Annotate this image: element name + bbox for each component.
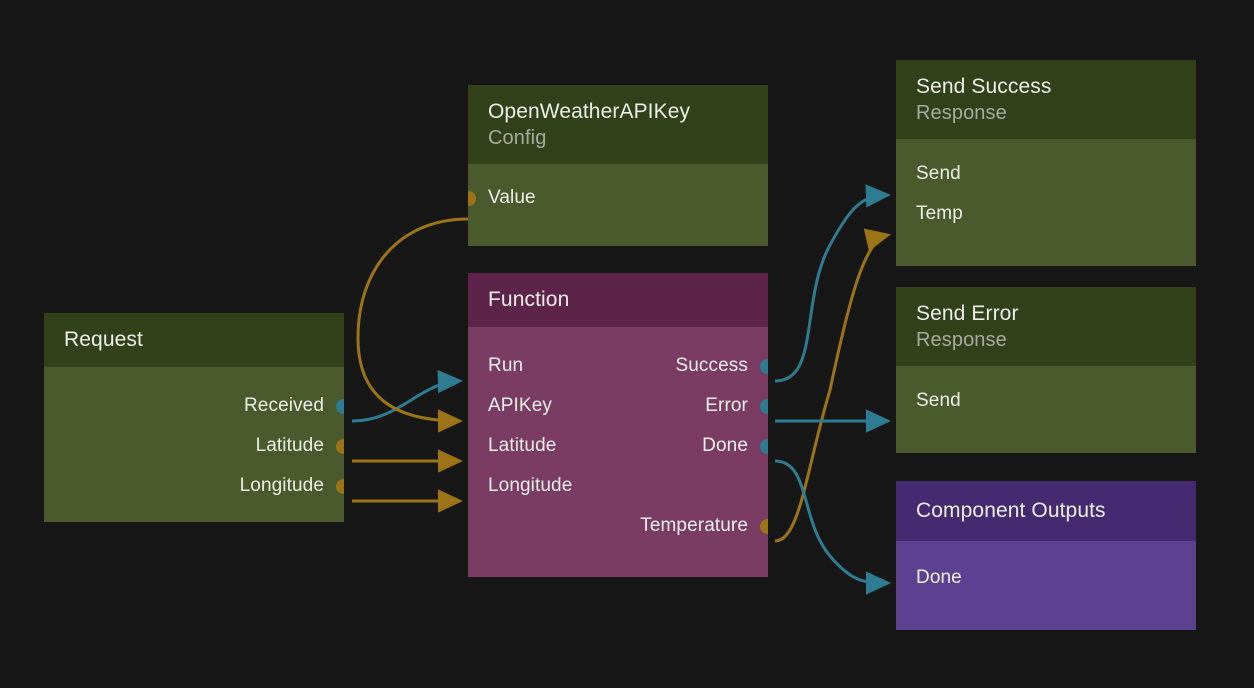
node-request-title: Request — [64, 328, 143, 351]
port-dot-temperature[interactable] — [760, 518, 768, 534]
port-label-send-error-send: Send — [916, 390, 961, 411]
port-label-function-latitude: Latitude — [488, 434, 557, 456]
node-component-outputs-body: Done — [896, 540, 1196, 630]
node-send-error-header: Send Error Response — [896, 287, 1196, 366]
port-label-success: Success — [675, 354, 748, 376]
node-send-success-title: Send Success — [916, 75, 1052, 98]
node-send-error-body: Send — [896, 366, 1196, 453]
node-function-body: Run APIKey Latitude Longitude Success Er… — [468, 326, 768, 577]
port-apikey-value[interactable]: Value — [468, 178, 768, 218]
port-label-function-longitude: Longitude — [488, 474, 573, 496]
port-send-success-temp[interactable]: Temp — [896, 194, 1196, 234]
node-function-title: Function — [488, 288, 570, 311]
port-label-latitude: Latitude — [255, 434, 324, 456]
node-openweatherapikey-body: Value — [468, 164, 768, 246]
node-request-body: Received Latitude Longitude — [44, 366, 344, 522]
port-label-error: Error — [705, 394, 748, 416]
port-function-latitude[interactable]: Latitude — [468, 426, 768, 466]
port-function-done[interactable]: Done — [468, 426, 768, 466]
node-openweatherapikey[interactable]: OpenWeatherAPIKey Config Value — [468, 85, 768, 246]
port-request-longitude[interactable]: Longitude — [44, 466, 344, 506]
port-function-error[interactable]: Error — [468, 386, 768, 426]
port-label-received: Received — [243, 394, 324, 416]
node-component-outputs-title: Component Outputs — [916, 499, 1106, 522]
node-function[interactable]: Function Run APIKey Latitude Longitude S… — [468, 273, 768, 577]
node-send-success[interactable]: Send Success Response Send Temp — [896, 60, 1196, 266]
port-label-component-outputs-done: Done — [916, 566, 962, 588]
port-dot-success[interactable] — [760, 358, 768, 374]
port-request-received[interactable]: Received — [44, 386, 344, 426]
node-request-header: Request — [44, 313, 344, 367]
port-send-success-send[interactable]: Send — [896, 154, 1196, 194]
port-function-temperature[interactable]: Temperature — [468, 506, 768, 546]
port-label-temperature: Temperature — [640, 514, 748, 536]
port-function-apikey[interactable]: APIKey — [468, 386, 768, 426]
node-openweatherapikey-title: OpenWeatherAPIKey — [488, 100, 691, 123]
port-component-outputs-done[interactable]: Done — [896, 558, 1196, 598]
port-label-apikey: APIKey — [488, 394, 552, 416]
wire-success-to-send — [774, 184, 891, 383]
port-label-function-done: Done — [702, 434, 748, 456]
port-label-longitude: Longitude — [239, 474, 324, 496]
port-label-send-success-temp: Temp — [916, 203, 963, 224]
node-openweatherapikey-header: OpenWeatherAPIKey Config — [468, 85, 768, 164]
wire-done-to-done — [774, 459, 891, 595]
port-label-run: Run — [488, 354, 524, 376]
port-label-value: Value — [488, 187, 536, 208]
wire-received-to-run — [351, 369, 463, 423]
node-component-outputs-header: Component Outputs — [896, 481, 1196, 541]
node-send-success-subtitle: Response — [916, 101, 1007, 124]
wire-value-to-apikey — [356, 217, 469, 433]
port-dot-latitude[interactable] — [336, 438, 344, 454]
port-dot-function-done[interactable] — [760, 438, 768, 454]
port-dot-longitude[interactable] — [336, 478, 344, 494]
port-function-run[interactable]: Run — [468, 346, 768, 386]
node-request[interactable]: Request Received Latitude Longitude — [44, 313, 344, 522]
wire-temperature-to-temp — [774, 228, 891, 543]
node-send-success-body: Send Temp — [896, 139, 1196, 266]
port-label-send-success-send: Send — [916, 163, 961, 184]
port-dot-value[interactable] — [468, 191, 476, 206]
node-send-success-header: Send Success Response — [896, 60, 1196, 139]
port-function-success[interactable]: Success — [468, 346, 768, 386]
port-function-longitude[interactable]: Longitude — [468, 466, 768, 506]
port-dot-received[interactable] — [336, 398, 344, 414]
port-dot-error[interactable] — [760, 398, 768, 414]
node-function-header: Function — [468, 273, 768, 327]
port-request-latitude[interactable]: Latitude — [44, 426, 344, 466]
node-component-outputs[interactable]: Component Outputs Done — [896, 481, 1196, 630]
node-send-error[interactable]: Send Error Response Send — [896, 287, 1196, 453]
node-send-error-subtitle: Response — [916, 328, 1007, 351]
node-openweatherapikey-subtitle: Config — [488, 126, 547, 149]
port-send-error-send[interactable]: Send — [896, 381, 1196, 421]
node-send-error-title: Send Error — [916, 302, 1019, 325]
